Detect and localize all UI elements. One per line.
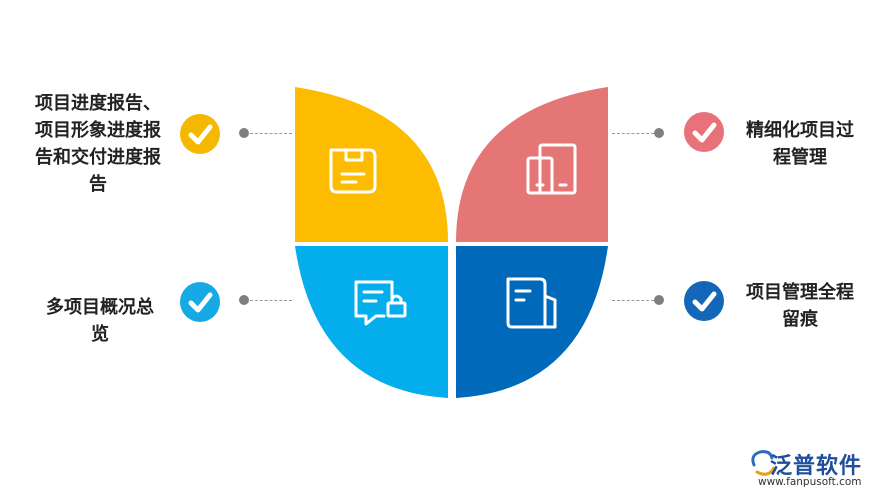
connector-bottom-left: [250, 300, 292, 301]
check-badge-top-right: [684, 112, 724, 152]
document-icon: [506, 277, 557, 329]
petal-bottom-left: [295, 246, 448, 398]
connector-top-left: [250, 133, 292, 134]
check-badge-bottom-left: [180, 282, 220, 322]
save-document-icon: [329, 148, 377, 194]
connector-dot-bottom-left: [239, 295, 249, 305]
connector-dot-top-right: [654, 128, 664, 138]
connector-dot-top-left: [239, 128, 249, 138]
check-circle-icon: [684, 112, 724, 152]
label-top-left: 项目进度报告、 项目形象进度报 告和交付进度报 告: [35, 93, 161, 195]
check-circle-icon: [180, 282, 220, 322]
brand-name: 泛普软件: [770, 454, 863, 479]
petal-bottom-right: [456, 246, 608, 398]
logo-mark-icon: [751, 450, 776, 476]
check-badge-top-left: [180, 114, 220, 154]
label-top-right: 精细化项目过 程管理: [746, 120, 854, 168]
check-circle-icon: [180, 114, 220, 154]
label-bottom-left: 多项目概况总 览: [46, 297, 154, 345]
petal-top-right: [456, 87, 608, 242]
message-lock-icon: [354, 280, 407, 326]
check-badge-bottom-right: [684, 281, 724, 321]
brand-logo: 泛普软件 www.fanpusoft.com: [748, 446, 878, 490]
connector-top-right: [612, 133, 654, 134]
check-circle-icon: [684, 281, 724, 321]
tablet-devices-icon: [526, 143, 577, 195]
connector-bottom-right: [612, 300, 654, 301]
label-bottom-right: 项目管理全程 留痕: [746, 282, 854, 330]
connector-dot-bottom-right: [654, 295, 664, 305]
brand-url: www.fanpusoft.com: [758, 476, 862, 488]
petal-top-left: [295, 87, 448, 242]
